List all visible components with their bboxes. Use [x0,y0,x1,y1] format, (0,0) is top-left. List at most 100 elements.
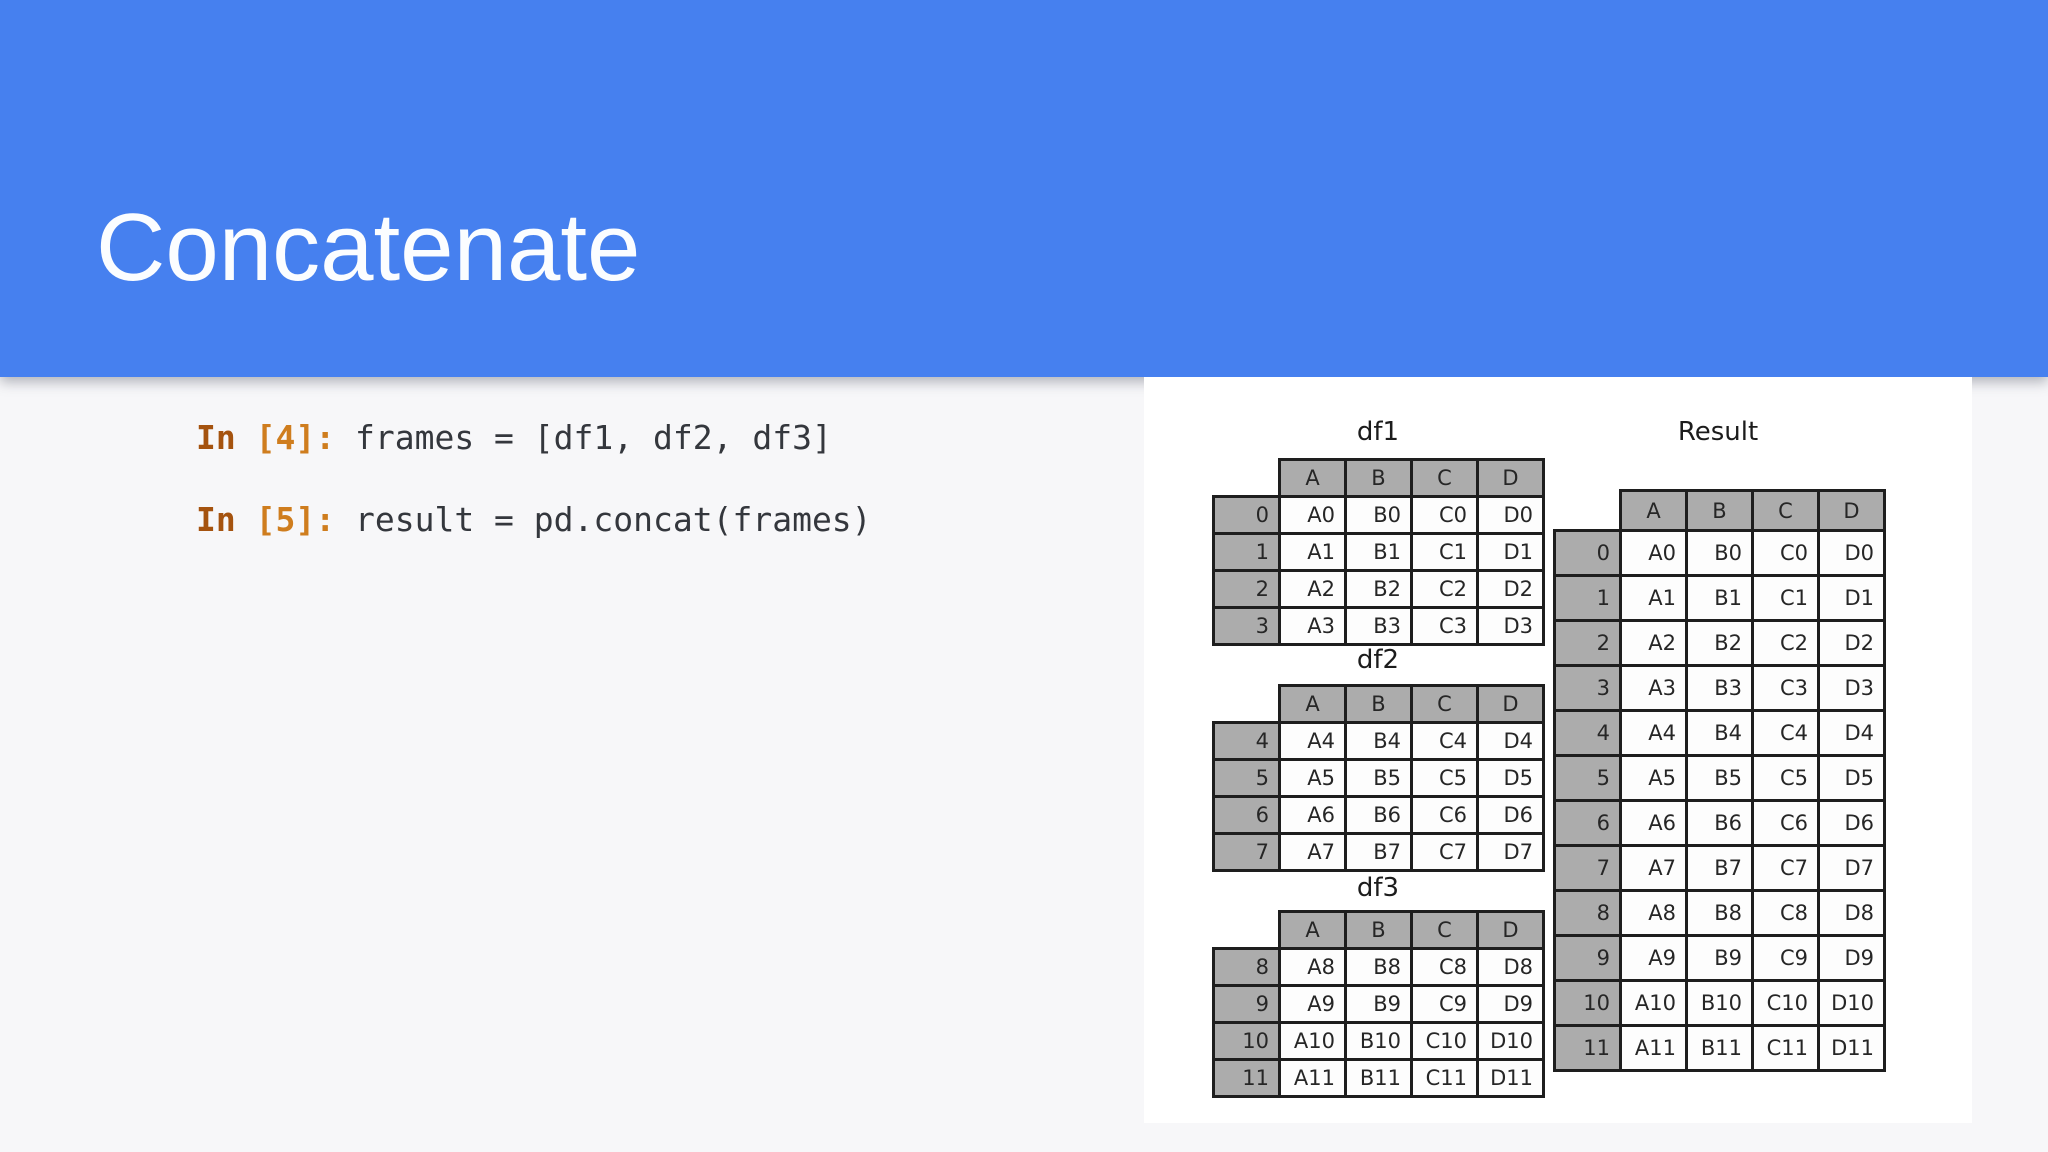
cell-value: A6 [1278,795,1347,835]
cell-value: C9 [1751,934,1820,982]
column-header: A [1278,910,1347,950]
cell-value: B6 [1685,799,1754,847]
cell-value: C1 [1410,532,1479,572]
column-header: A [1278,458,1347,498]
input-prompt-number: [5]: [255,500,336,539]
cell-value: D5 [1476,758,1545,798]
row-index: 8 [1212,947,1281,987]
cell-value: A4 [1278,721,1347,761]
cell-value: D0 [1476,495,1545,535]
cell-value: C4 [1751,709,1820,757]
cell-value: B6 [1344,795,1413,835]
column-header: D [1476,458,1545,498]
cell-value: B5 [1344,758,1413,798]
row-index: 10 [1553,979,1622,1027]
cell-value: D9 [1817,934,1886,982]
cell-value: C8 [1410,947,1479,987]
cell-value: D2 [1476,569,1545,609]
cell-value: B10 [1685,979,1754,1027]
column-header: A [1619,489,1688,532]
cell-value: A5 [1619,754,1688,802]
column-header: C [1410,458,1479,498]
cell-value: B3 [1685,664,1754,712]
row-index: 0 [1212,495,1281,535]
cell-value: C11 [1751,1024,1820,1072]
corner-cell [1214,460,1280,497]
cell-value: C11 [1410,1058,1479,1098]
row-index: 6 [1212,795,1281,835]
cell-value: B9 [1344,984,1413,1024]
cell-value: C2 [1410,569,1479,609]
cell-value: D1 [1817,574,1886,622]
row-index: 1 [1212,532,1281,572]
cell-value: D9 [1476,984,1545,1024]
cell-value: D7 [1476,832,1545,872]
cell-value: B4 [1344,721,1413,761]
cell-value: A3 [1619,664,1688,712]
cell-value: A11 [1619,1024,1688,1072]
cell-value: A3 [1278,606,1347,646]
cell-value: A2 [1278,569,1347,609]
column-header: B [1344,684,1413,724]
cell-value: D10 [1817,979,1886,1027]
row-index: 7 [1212,832,1281,872]
cell-value: D3 [1817,664,1886,712]
cell-value: B8 [1685,889,1754,937]
cell-value: C8 [1751,889,1820,937]
cell-value: A4 [1619,709,1688,757]
table-label-result: Result [1677,417,1759,447]
cell-value: A11 [1278,1058,1347,1098]
cell-value: B8 [1344,947,1413,987]
row-index: 11 [1212,1058,1281,1098]
code-line-1: In [4]: frames = [df1, df2, df3] [196,418,832,458]
column-header: C [1751,489,1820,532]
column-header: D [1817,489,1886,532]
input-prompt-number: [4]: [255,418,336,457]
cell-value: D4 [1476,721,1545,761]
cell-value: D8 [1817,889,1886,937]
cell-value: A2 [1619,619,1688,667]
row-index: 3 [1553,664,1622,712]
cell-value: B0 [1685,529,1754,577]
row-index: 9 [1553,934,1622,982]
column-header: B [1344,458,1413,498]
corner-cell [1214,912,1280,949]
cell-value: C6 [1751,799,1820,847]
cell-value: B11 [1344,1058,1413,1098]
cell-value: D5 [1817,754,1886,802]
input-prompt-in: In [196,500,236,539]
column-header: D [1476,910,1545,950]
cell-value: B1 [1685,574,1754,622]
cell-value: C10 [1751,979,1820,1027]
cell-value: D11 [1817,1024,1886,1072]
cell-value: C5 [1410,758,1479,798]
row-index: 2 [1212,569,1281,609]
row-index: 3 [1212,606,1281,646]
cell-value: B4 [1685,709,1754,757]
cell-value: D8 [1476,947,1545,987]
cell-value: A0 [1278,495,1347,535]
cell-value: D6 [1817,799,1886,847]
cell-value: C9 [1410,984,1479,1024]
column-header: B [1685,489,1754,532]
row-index: 4 [1553,709,1622,757]
table-label-df2: df2 [1356,645,1400,675]
